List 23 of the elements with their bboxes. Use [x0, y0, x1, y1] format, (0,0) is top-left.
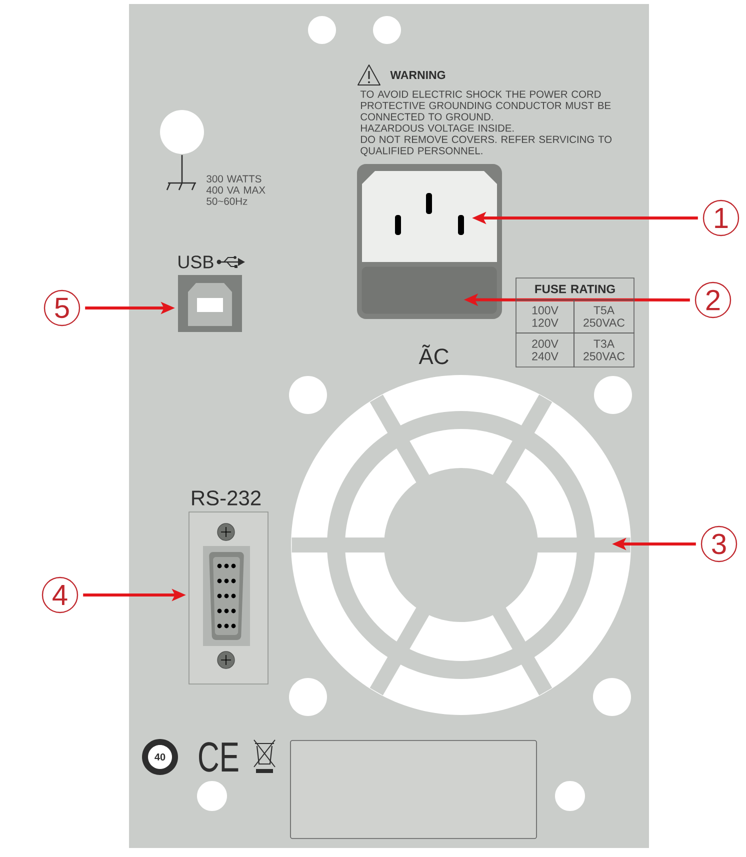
table-cell: T3A 250VAC: [574, 332, 634, 368]
warning-text: HAZARDOUS VOLTAGE INSIDE.: [361, 124, 514, 132]
power-rating-text: 300 WATTS 400 VA MAX 50~60Hz: [206, 175, 266, 205]
callout-number: 5: [44, 290, 80, 326]
warning-heading: WARNING: [390, 70, 446, 80]
ac-label: ÃC: [418, 344, 448, 364]
callout-number: 3: [700, 526, 738, 562]
table-cell: 100V 120V: [516, 300, 574, 334]
warning-text: DO NOT REMOVE COVERS. REFER SERVICING TO QUALIFIED PERSONNEL.: [360, 136, 612, 156]
warning-text: TO AVOID ELECTRIC SHOCK THE POWER CORD PROTECTIVE GROUNDING CONDUCTOR MUST BE CONNECTED TO GROUND.: [360, 90, 611, 120]
blank-label-area: [290, 740, 537, 839]
callout-number: 4: [42, 576, 78, 614]
callout-number: 1: [702, 200, 740, 236]
fuse-drawer: [362, 266, 497, 314]
table-header: FUSE RATING: [516, 278, 634, 300]
ce-mark: CE: [199, 742, 238, 772]
usage-period-mark: 40: [142, 739, 178, 775]
port-label: USB: [178, 256, 214, 268]
callout-number: 2: [694, 282, 732, 318]
table-cell: T5A 250VAC: [574, 300, 634, 334]
port-label: RS-232: [192, 490, 261, 506]
fan-grille-drawing: [289, 375, 632, 716]
table-cell: 200V 240V: [516, 332, 574, 368]
